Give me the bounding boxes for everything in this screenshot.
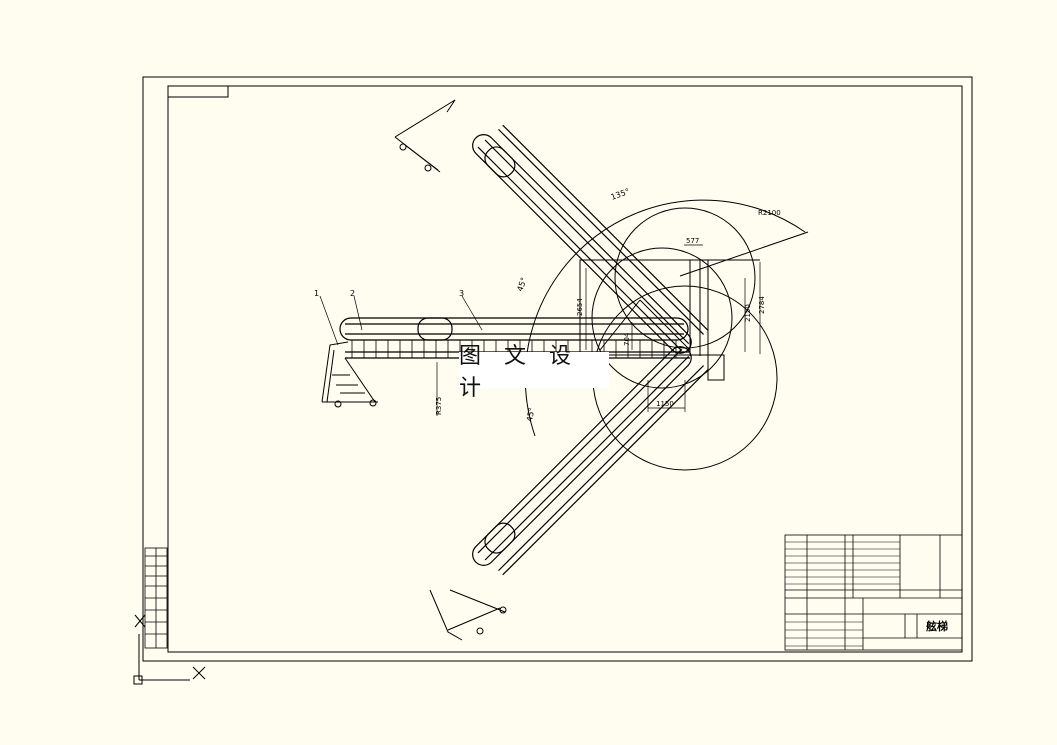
balloon-1: 1: [314, 289, 319, 298]
left-stair: [321, 341, 378, 408]
corner-code-box: [167, 85, 229, 98]
outer-frame: [142, 76, 973, 662]
dim-2150: 2150: [744, 304, 752, 322]
dim-577: 577: [686, 237, 699, 245]
title-block-rows: [785, 541, 900, 647]
dim-angle-bottom: 45°: [525, 407, 536, 423]
pivot-tower: [579, 259, 760, 381]
watermark: 图 文 设 计: [459, 344, 609, 401]
left-margin-table: [144, 547, 168, 649]
balloon-3: 3: [459, 289, 464, 298]
ucs-axis-icon: [133, 614, 206, 685]
dim-radius: R2100: [758, 209, 781, 217]
dim-r-small: R375: [435, 397, 443, 415]
balloon-2: 2: [350, 289, 355, 298]
upper-gangway: [472, 124, 709, 354]
dim-2654: 2654: [576, 298, 584, 316]
drawing-name: 舷梯: [926, 619, 948, 633]
dimension-lines: [319, 244, 761, 416]
dim-1150: 1150: [656, 400, 674, 408]
dim-angle-left: 45°: [515, 276, 528, 292]
dim-704: 704: [623, 332, 631, 346]
lower-stair: [429, 589, 507, 641]
dim-2784: 2784: [758, 296, 766, 314]
title-block: [784, 534, 963, 651]
dim-angle-top: 135°: [610, 187, 631, 202]
inner-frame: [167, 85, 963, 653]
upper-stair: [394, 99, 456, 173]
